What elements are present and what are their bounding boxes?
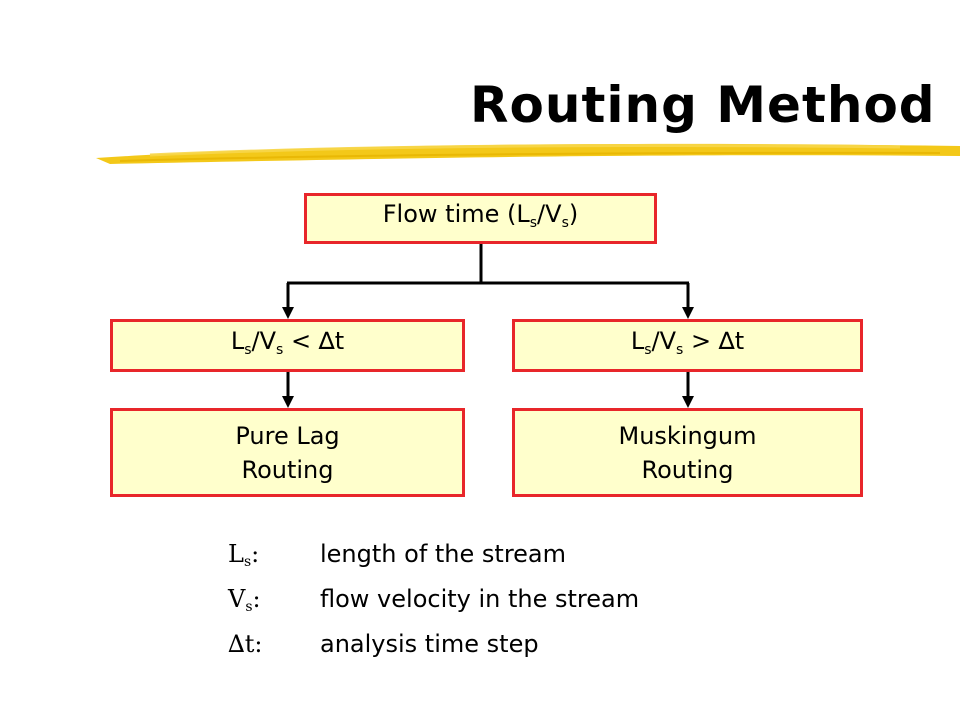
legend-text: analysis time step — [320, 630, 539, 658]
arrowhead-left-condition — [282, 307, 294, 319]
pure-lag-routing-box: Pure Lag Routing — [110, 408, 465, 497]
flow-time-label: Flow time (Ls/Vs) — [382, 200, 579, 231]
legend-row-time-step: ∆t: analysis time step — [228, 626, 639, 671]
muskingum-routing-box: Muskingum Routing — [512, 408, 863, 497]
legend-symbol: ∆t: — [228, 630, 263, 658]
legend: Ls: length of the stream Vs: flow veloci… — [228, 536, 639, 671]
legend-symbol: Ls: — [228, 540, 260, 570]
condition-less-than-label: Ls/Vs < ∆t — [230, 327, 345, 358]
condition-less-than-box: Ls/Vs < ∆t — [110, 319, 465, 372]
flow-time-box: Flow time (Ls/Vs) — [304, 193, 657, 244]
slide-title: Routing Method — [470, 76, 936, 134]
legend-row-velocity: Vs: flow velocity in the stream — [228, 581, 639, 626]
legend-text: flow velocity in the stream — [320, 585, 640, 613]
arrowhead-right-condition — [682, 307, 694, 319]
pure-lag-routing-label: Pure Lag Routing — [235, 421, 340, 484]
arrowhead-left-method — [282, 396, 294, 408]
muskingum-routing-label: Muskingum Routing — [618, 421, 757, 484]
condition-greater-than-box: Ls/Vs > ∆t — [512, 319, 863, 372]
arrowhead-right-method — [682, 396, 694, 408]
legend-text: length of the stream — [320, 540, 567, 568]
legend-symbol: Vs: — [228, 585, 261, 615]
condition-greater-than-label: Ls/Vs > ∆t — [630, 327, 745, 358]
legend-row-length: Ls: length of the stream — [228, 536, 639, 581]
